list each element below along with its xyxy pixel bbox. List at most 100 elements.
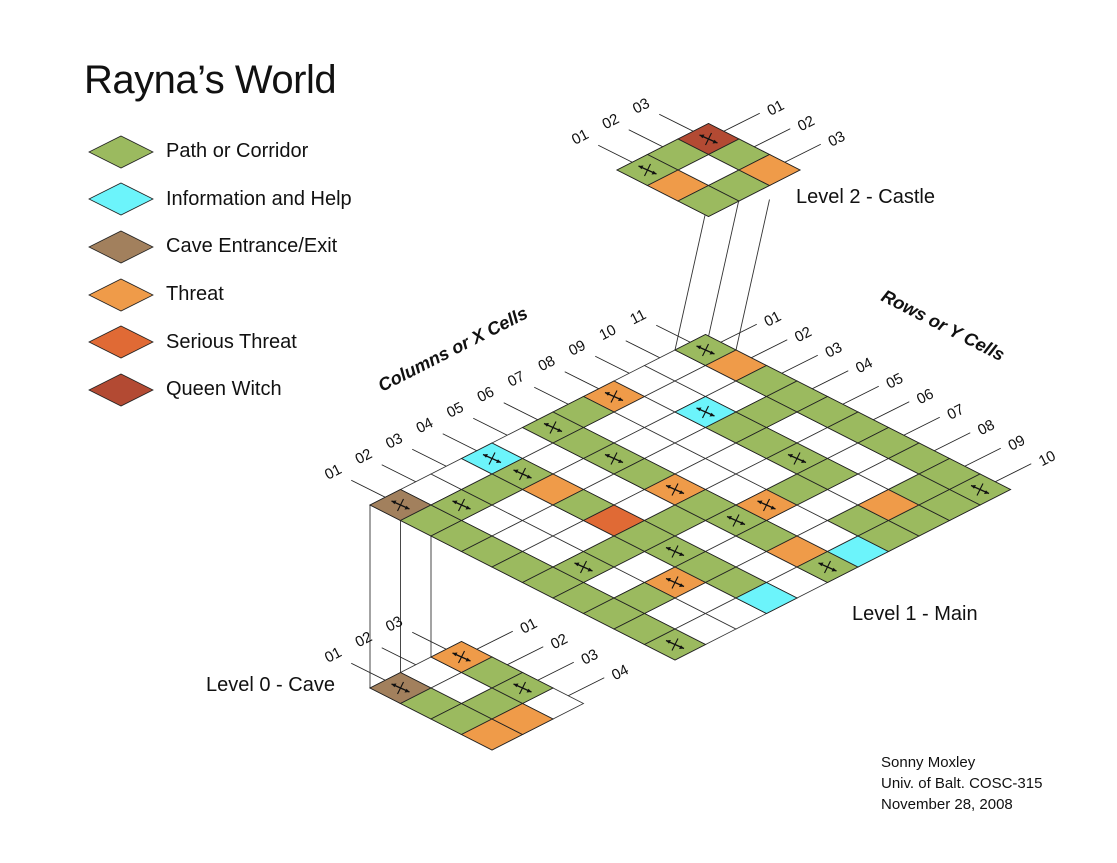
- row-tick: [964, 447, 1001, 467]
- credit-course: Univ. of Balt. COSC-315: [881, 775, 1043, 792]
- row-tick: [476, 630, 513, 650]
- column-tick: [351, 479, 386, 498]
- castle-connector: [674, 199, 709, 351]
- row-tick: [720, 323, 757, 343]
- legend-item-path: Path or Corridor: [88, 128, 352, 176]
- path-swatch-icon: [88, 135, 154, 169]
- row-tick: [812, 370, 849, 390]
- row-tick: [754, 128, 791, 148]
- row-label: 05: [883, 370, 906, 393]
- legend-label: Threat: [166, 283, 224, 306]
- row-tick: [842, 385, 879, 405]
- column-tick: [412, 448, 447, 467]
- map-cell-info: [735, 581, 798, 615]
- column-tick: [473, 417, 508, 436]
- row-label: 09: [1005, 432, 1028, 455]
- column-tick: [442, 433, 477, 452]
- credit-date: November 28, 2008: [881, 796, 1013, 813]
- column-label: 03: [383, 613, 406, 636]
- row-tick: [537, 661, 574, 681]
- column-tick: [598, 144, 633, 163]
- row-tick: [873, 401, 910, 421]
- info-swatch-icon: [88, 182, 154, 216]
- arrows-icon: [604, 452, 624, 465]
- arrows-icon: [452, 498, 471, 512]
- column-tick: [656, 324, 691, 343]
- row-label: 04: [609, 661, 632, 684]
- legend-item-threat: Threat: [88, 271, 352, 319]
- map-cell-path: [613, 581, 676, 615]
- map-cell-path: [918, 488, 981, 522]
- level-name: Level 1 - Main: [852, 603, 978, 625]
- credit-author: Sonny Moxley: [881, 754, 976, 771]
- cave-swatch-icon: [88, 230, 154, 264]
- arrows-icon: [665, 576, 685, 589]
- column-label: 07: [505, 368, 528, 391]
- arrows-icon: [391, 498, 410, 512]
- row-tick: [784, 143, 821, 163]
- queen-witch-swatch-icon: [88, 373, 154, 407]
- level-grid: [369, 333, 1012, 661]
- column-tick: [628, 129, 663, 148]
- legend-label: Information and Help: [166, 187, 352, 210]
- arrows-icon: [818, 560, 837, 574]
- arrows-icon: [452, 650, 471, 664]
- author-credit: Sonny Moxley Univ. of Balt. COSC-315 Nov…: [881, 752, 1042, 815]
- column-tick: [534, 386, 569, 405]
- arrows-icon: [665, 483, 685, 496]
- arrows-icon: [665, 545, 685, 558]
- legend-label: Path or Corridor: [166, 140, 309, 163]
- row-label: 07: [944, 401, 967, 424]
- row-label: 01: [761, 308, 784, 331]
- row-label: 02: [795, 112, 818, 135]
- row-tick: [507, 646, 544, 666]
- arrows-icon: [482, 452, 502, 465]
- map-cell-path: [460, 473, 524, 506]
- row-label: 02: [548, 630, 571, 653]
- row-tick: [568, 677, 605, 697]
- map-cell-path: [735, 395, 798, 429]
- column-label: 02: [599, 110, 622, 133]
- legend-item-cave: Cave Entrance/Exit: [88, 223, 352, 271]
- column-label: 03: [383, 430, 406, 453]
- column-label: 08: [535, 352, 558, 375]
- column-tick: [659, 113, 694, 132]
- threat-swatch-icon: [88, 278, 154, 312]
- column-label: 05: [444, 399, 467, 422]
- column-label: 11: [627, 306, 649, 328]
- arrows-icon: [699, 132, 718, 146]
- arrows-icon: [513, 681, 532, 695]
- arrows-icon: [638, 163, 657, 177]
- column-tick: [503, 402, 538, 421]
- column-label: 06: [474, 383, 497, 406]
- arrows-icon: [513, 467, 532, 481]
- row-label: 08: [975, 416, 998, 439]
- column-tick: [381, 647, 416, 666]
- arrows-icon: [970, 483, 990, 496]
- arrows-icon: [726, 514, 746, 527]
- arrows-icon: [787, 452, 807, 465]
- column-tick: [412, 631, 447, 650]
- level-grids: [369, 122, 1012, 751]
- arrows-icon: [665, 638, 685, 651]
- column-tick: [625, 340, 660, 359]
- row-tick: [723, 112, 760, 132]
- row-label: 03: [822, 339, 845, 362]
- arrows-icon: [391, 681, 410, 695]
- row-tick: [781, 354, 818, 374]
- row-label: 01: [517, 615, 540, 638]
- row-tick: [934, 432, 971, 452]
- column-label: 04: [413, 414, 436, 437]
- map-cell-path: [643, 504, 707, 537]
- row-label: 01: [764, 97, 787, 120]
- column-label: 03: [630, 95, 653, 118]
- column-label: 02: [352, 445, 375, 468]
- legend-label: Serious Threat: [166, 330, 297, 353]
- map-cell-path: [765, 473, 829, 506]
- row-label: 02: [792, 323, 815, 346]
- row-tick: [995, 463, 1032, 483]
- row-label: 10: [1036, 447, 1059, 470]
- level-name: Level 2 - Castle: [796, 186, 935, 208]
- map-cell-path: [582, 535, 646, 568]
